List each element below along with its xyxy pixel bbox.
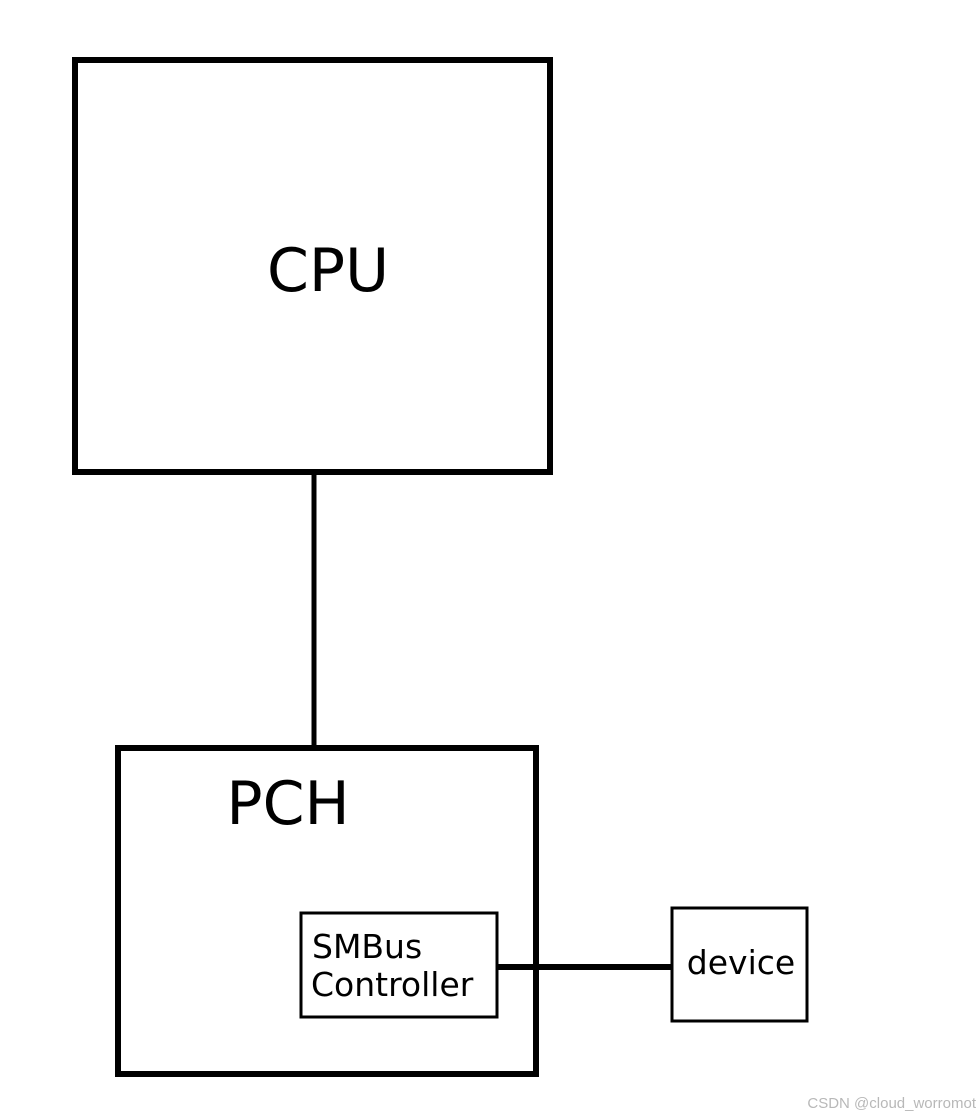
- pch-box: [115, 745, 539, 1077]
- smbus-controller-label-line2: Controller: [311, 965, 474, 1004]
- device-label: device: [687, 943, 795, 982]
- watermark-text: CSDN @cloud_worromot: [807, 1095, 976, 1112]
- cpu-label: CPU: [267, 236, 389, 306]
- smbus-controller-label-line1: SMBus: [312, 927, 422, 966]
- pch-label: PCH: [226, 769, 349, 839]
- device-box: [670, 906, 809, 1023]
